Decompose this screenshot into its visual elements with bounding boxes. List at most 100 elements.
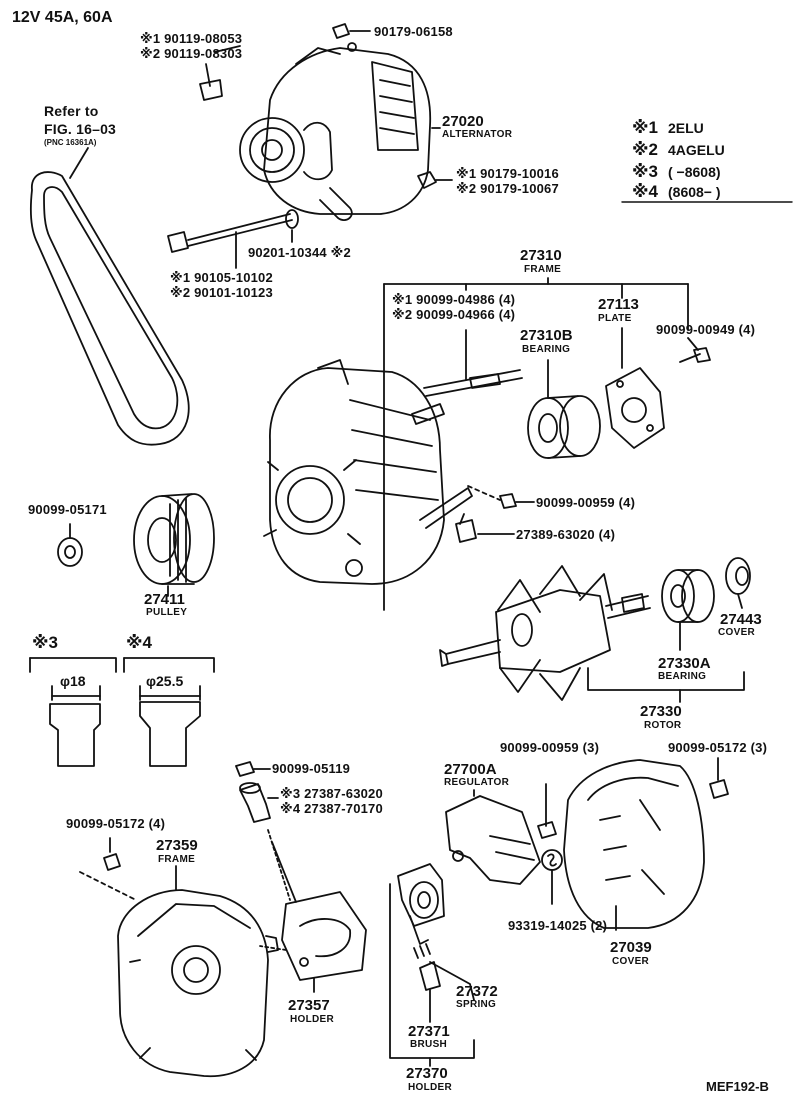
callout-nut-frame: 90099-05172 (4) <box>66 816 166 831</box>
washer-reg-illustration <box>541 849 563 905</box>
legend-value: 4AGELU <box>668 142 725 158</box>
callout-rotor-bearing-number: 27330A <box>658 655 711 672</box>
v-belt-illustration <box>29 171 190 446</box>
callout-insulator: 27389-63020 (4) <box>516 527 616 542</box>
callout-brush-spring-number: 27372 <box>456 983 498 1000</box>
nut-rear-illustration <box>235 761 255 777</box>
refer-line-1: Refer to <box>44 103 99 119</box>
frame-27310-bracket <box>383 277 689 611</box>
callout-washer-reg: 93319-14025 (2) <box>508 918 608 933</box>
plate-27113-illustration <box>605 327 665 449</box>
bearing-27310b-illustration <box>527 359 601 459</box>
callout-rear-cover-name: COVER <box>612 956 650 967</box>
legend-value: (8608− ) <box>668 184 721 200</box>
inset-4-key: ※4 <box>126 633 152 652</box>
cover-small-illustration <box>725 557 751 609</box>
callout-brush-spring-name: SPRING <box>456 999 497 1010</box>
callout-rear-frame-number: 27359 <box>156 837 198 854</box>
callout-bearing-number: 27310B <box>520 327 573 344</box>
terminal-insulator-illustration <box>239 782 279 823</box>
callout-rotor-bearing-name: BEARING <box>658 671 707 682</box>
callout-rear-cover-number: 27039 <box>610 939 652 956</box>
callout-nut-top: 90179-06158 <box>374 24 453 39</box>
legend-key: ※2 <box>632 140 658 159</box>
regulator-illustration <box>445 789 541 885</box>
pulley-nut-illustration <box>57 523 83 567</box>
bolt-top-leader <box>214 45 241 53</box>
callout-nut-rear: 90099-05119 <box>272 761 351 776</box>
insulator-illustration <box>455 513 515 543</box>
holder-27357-illustration <box>259 829 367 993</box>
callout-brush-holder-name: HOLDER <box>408 1082 453 1093</box>
callout-plate-name: PLATE <box>598 313 632 324</box>
inset-3-key: ※3 <box>32 633 58 652</box>
callout-pulley-number: 27411 <box>144 591 185 608</box>
screw-frame-illustration <box>467 485 535 509</box>
callout-nut-cover: 90099-05172 (3) <box>668 740 768 755</box>
callout-bolt-1: ※1 90119-08053 <box>140 31 243 46</box>
callout-long-bolt-2: ※2 90101-10123 <box>170 285 273 300</box>
rotor-bearing-illustration <box>661 569 715 651</box>
callout-terminal-insulator-2: ※4 27387-70170 <box>280 801 383 816</box>
dimension-inset-3 <box>29 657 117 767</box>
bolt-top-illustration <box>199 63 223 101</box>
callout-rotor-name: ROTOR <box>644 720 682 731</box>
stud-illustration <box>423 329 523 397</box>
legend-value: ( −8608) <box>668 164 721 180</box>
rotor-bracket <box>587 667 745 703</box>
callout-brush-name: BRUSH <box>410 1039 448 1050</box>
screw-reg-illustration <box>537 783 557 839</box>
dimension-phi25: φ25.5 <box>146 673 184 689</box>
refer-line-2: FIG. 16–03 <box>44 121 117 137</box>
dimension-phi18: φ18 <box>60 673 86 689</box>
legend-row-3: ※3 ( −8608) <box>632 162 721 182</box>
callout-regulator-number: 27700A <box>444 761 497 778</box>
legend-row-2: ※2 4AGELU <box>632 140 725 160</box>
callout-pulley-name: PULLEY <box>146 607 188 618</box>
callout-nut-side-2: ※2 90179-10067 <box>456 181 559 196</box>
callout-holder-name: HOLDER <box>290 1014 335 1025</box>
callout-regulator-name: REGULATOR <box>444 777 510 788</box>
figure-code: MEF192-B <box>706 1079 769 1094</box>
legend-row-1: ※1 2ELU <box>632 118 704 138</box>
callout-stud-1: ※1 90099-04986 (4) <box>392 292 516 307</box>
front-frame-illustration <box>263 359 473 585</box>
callout-nut-side-1: ※1 90179-10016 <box>456 166 559 181</box>
rotor-illustration <box>439 565 651 701</box>
callout-washer: 90201-10344 ※2 <box>248 245 351 260</box>
callout-rotor-number: 27330 <box>640 703 682 720</box>
callout-bearing-name: BEARING <box>522 344 571 355</box>
callout-screw-reg: 90099-00959 (3) <box>500 740 600 755</box>
callout-pulley-nut: 90099-05171 <box>28 502 107 517</box>
callout-screw-frame: 90099-00959 (4) <box>536 495 636 510</box>
nut-top-illustration <box>332 23 350 39</box>
callout-bolt-2: ※2 90119-08303 <box>140 46 243 61</box>
legend-value: 2ELU <box>668 120 704 136</box>
callout-plate-number: 27113 <box>598 296 639 313</box>
refer-line-3: (PNC 16361A) <box>44 138 97 147</box>
legend-key: ※1 <box>632 118 658 137</box>
long-bolt-illustration <box>167 209 299 253</box>
dimension-inset-4 <box>123 657 215 767</box>
callout-screw-plate: 90099-00949 (4) <box>656 322 756 337</box>
nut-side-illustration <box>417 171 437 189</box>
nut-frame-illustration <box>79 837 137 901</box>
callout-alternator-number: 27020 <box>442 113 484 130</box>
rear-cover-illustration <box>563 759 705 931</box>
callout-cover-small-name: COVER <box>718 627 756 638</box>
callout-brush-holder-number: 27370 <box>406 1065 448 1082</box>
callout-holder-number: 27357 <box>288 997 330 1014</box>
legend-key: ※3 <box>632 162 658 181</box>
rear-frame-illustration <box>117 865 279 1078</box>
callout-long-bolt-1: ※1 90105-10102 <box>170 270 273 285</box>
callout-frame-name: FRAME <box>524 264 562 275</box>
spec-title: 12V 45A, 60A <box>12 9 113 26</box>
alternator-assembly-illustration <box>239 42 432 221</box>
brush-holder-illustration <box>389 863 475 1067</box>
callout-terminal-insulator-1: ※3 27387-63020 <box>280 786 383 801</box>
callout-brush-number: 27371 <box>408 1023 450 1040</box>
callout-frame-number: 27310 <box>520 247 562 264</box>
callout-cover-small-number: 27443 <box>720 611 762 628</box>
nut-cover-illustration <box>709 757 729 799</box>
